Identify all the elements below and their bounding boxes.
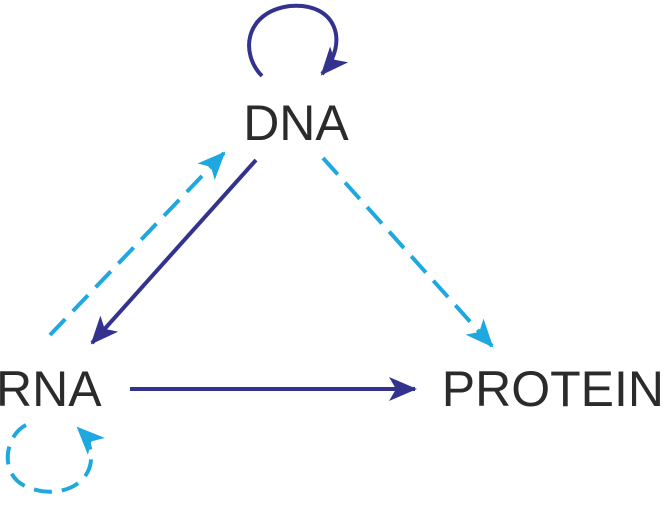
edge-dna-to-protein xyxy=(321,156,494,348)
edge-dna-to-dna xyxy=(247,3,349,78)
edge-dna-to-rna xyxy=(90,158,258,345)
node-protein-label: PROTEIN xyxy=(442,361,664,417)
edge-rna-to-dna xyxy=(48,151,226,337)
node-dna-label: DNA xyxy=(243,95,349,151)
node-rna-label: RNA xyxy=(0,361,102,417)
edge-rna-to-rna xyxy=(5,423,105,494)
